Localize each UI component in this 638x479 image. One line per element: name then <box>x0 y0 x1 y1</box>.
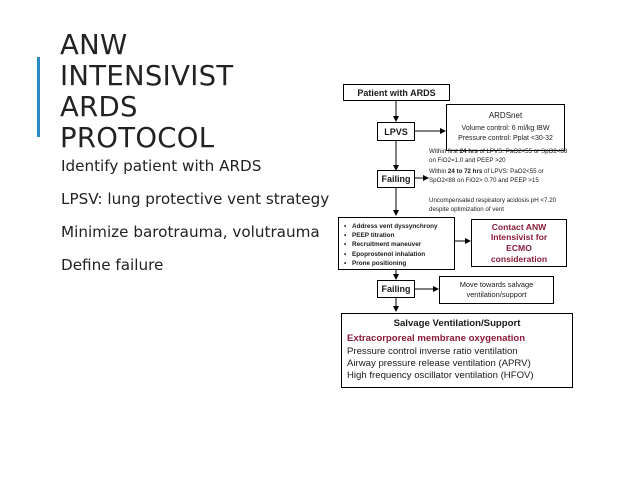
move-towards-label: Move towards salvage ventilation/support <box>459 280 534 299</box>
interventions-box: Address vent dyssynchrony PEEP titration… <box>338 217 455 270</box>
patient-with-ards-box: Patient with ARDS <box>343 84 450 101</box>
move-towards-box: Move towards salvage ventilation/support <box>439 276 554 304</box>
intervention-item: Address vent dyssynchrony <box>344 222 450 231</box>
salvage-box: Salvage Ventilation/Support Extracorpore… <box>341 313 573 388</box>
failing-label: Failing <box>381 284 411 294</box>
salvage-option: Airway pressure release ventilation (APR… <box>347 357 531 369</box>
salvage-title: Salvage Ventilation/Support <box>393 318 521 329</box>
slide-title: ANW INTENSIVIST ARDS PROTOCOL <box>60 30 330 154</box>
ardsnet-line: Volume control: 6 ml/kg IBW <box>461 125 550 132</box>
patient-with-ards-label: Patient with ARDS <box>357 87 436 98</box>
salvage-option: Extracorporeal membrane oxygenation <box>347 333 526 345</box>
title-line: ANW <box>60 29 128 61</box>
title-line: ARDS <box>60 91 138 123</box>
bullet-item: Minimize barotrauma, volutrauma <box>61 223 320 241</box>
intervention-item: Prone positioning <box>344 259 450 268</box>
ecmo-label: Contact ANW Intensivist for ECMO conside… <box>490 221 548 264</box>
salvage-option: Pressure control inverse ratio ventilati… <box>347 345 518 357</box>
failure-criteria-1: Within first 24 hrs of LPVS: PaO2<55 or … <box>429 148 568 164</box>
accent-bar <box>37 57 40 137</box>
ardsnet-title: ARDSnet <box>488 111 523 120</box>
failure-criteria-2: Within 24 to 72 hrs of LPVS: PaO2<55 or … <box>429 168 544 184</box>
ecmo-box: Contact ANW Intensivist for ECMO conside… <box>471 219 567 267</box>
lpvs-box: LPVS <box>377 122 415 141</box>
failing-box-1: Failing <box>377 170 415 188</box>
bullet-item: Identify patient with ARDS <box>61 157 262 175</box>
ardsnet-box: ARDSnet Volume control: 6 ml/kg IBW Pres… <box>446 104 565 151</box>
failure-criteria-3: Uncompensated respiratory acidosis pH <7… <box>429 197 557 213</box>
title-line: INTENSIVIST <box>60 60 234 92</box>
ardsnet-line: Pressure control: Pplat <30-32 <box>458 135 553 142</box>
bullet-list: Identify patient with ARDS LPSV: lung pr… <box>61 155 331 287</box>
intervention-item: Recruitment maneuver <box>344 240 450 249</box>
title-line: PROTOCOL <box>60 122 215 154</box>
salvage-option: High frequency oscillator ventilation (H… <box>347 370 534 382</box>
bullet-item: LPSV: lung protective vent strategy <box>61 190 330 208</box>
failing-box-2: Failing <box>377 280 415 298</box>
bullet-item: Define failure <box>61 256 164 274</box>
intervention-item: Epoprostenol inhalation <box>344 250 450 259</box>
intervention-item: PEEP titration <box>344 231 450 240</box>
lpvs-label: LPVS <box>384 126 408 137</box>
failing-label: Failing <box>381 174 411 184</box>
